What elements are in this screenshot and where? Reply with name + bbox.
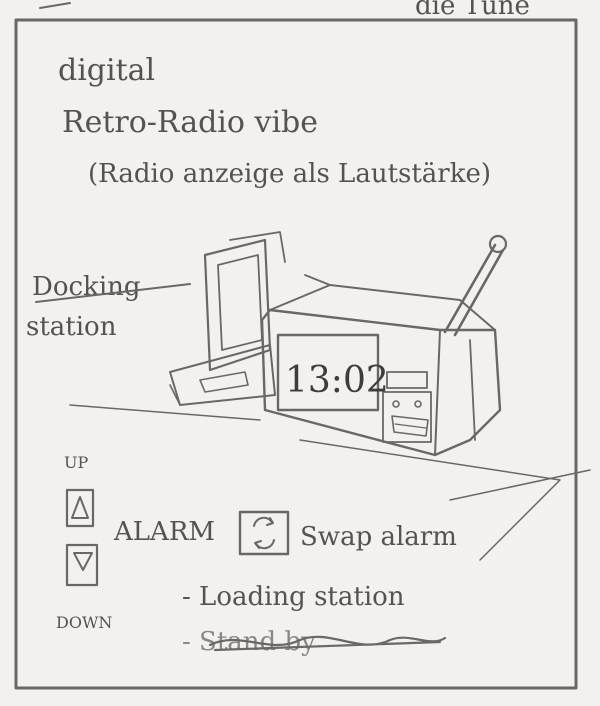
retro-radio-drawing bbox=[260, 234, 508, 457]
alarm-label: ALARM bbox=[113, 517, 215, 547]
triangle-up-icon bbox=[71, 496, 89, 519]
docking-label-line1: Docking bbox=[32, 272, 141, 302]
antenna-knob bbox=[488, 234, 508, 254]
note-radio-anzeige: (Radio anzeige als Lautstärke) bbox=[88, 159, 491, 189]
cycle-arrows-icon bbox=[253, 516, 275, 550]
docking-station-drawing bbox=[169, 231, 286, 406]
up-button[interactable] bbox=[65, 488, 95, 528]
radio-speaker-panel bbox=[382, 391, 432, 443]
down-button[interactable] bbox=[65, 543, 99, 587]
note-digital: digital bbox=[58, 53, 155, 88]
strike-through-scribble bbox=[208, 635, 447, 652]
docking-pointer-line bbox=[35, 283, 191, 303]
top-partial-text: die Tune bbox=[415, 0, 530, 21]
swap-alarm-button[interactable] bbox=[238, 510, 290, 556]
docking-label-line2: station bbox=[26, 312, 117, 342]
note-retro-radio: Retro-Radio vibe bbox=[62, 105, 318, 140]
triangle-down-icon bbox=[73, 552, 93, 571]
clock-display-frame bbox=[276, 333, 380, 412]
top-partial-stroke bbox=[39, 2, 71, 9]
radio-small-display bbox=[386, 371, 428, 389]
list-item-loading-station: - Loading station bbox=[182, 582, 405, 612]
clock-time: 13:02 bbox=[285, 360, 389, 401]
down-label: DOWN bbox=[56, 613, 112, 632]
swap-alarm-label: Swap alarm bbox=[300, 522, 457, 552]
sketch-frame bbox=[14, 18, 578, 690]
up-label: UP bbox=[64, 453, 88, 472]
